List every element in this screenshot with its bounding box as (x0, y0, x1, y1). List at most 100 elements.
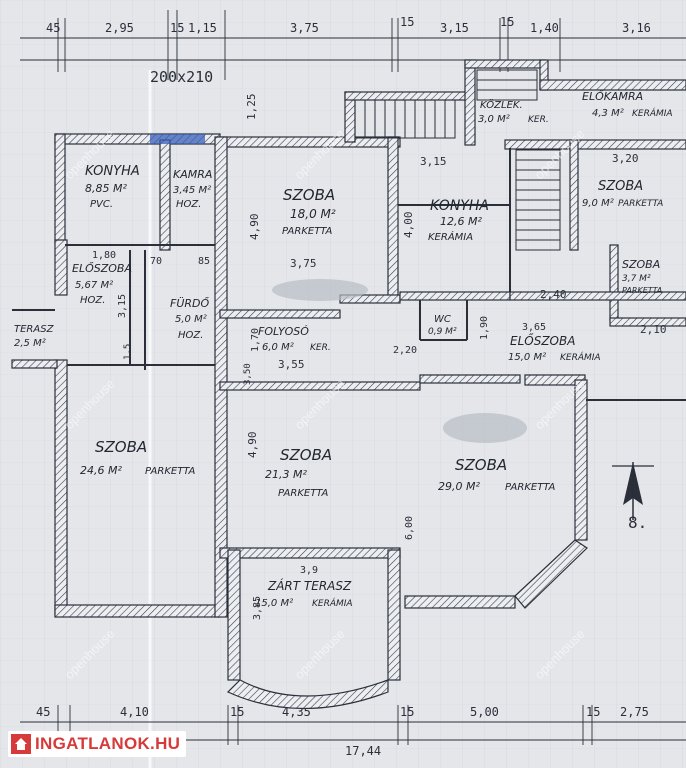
interior-partitions (12, 148, 686, 401)
room-1-floor: PVC. (90, 199, 113, 210)
room-11-area: 2,5 M² (14, 338, 46, 349)
exterior-walls (11, 59, 686, 710)
inner-dim-3: 3,20 (612, 152, 639, 165)
dim-top-6: 15 (400, 15, 414, 29)
room-7-name: SZOBA (598, 179, 643, 194)
room-17-area: 29,0 M² (438, 480, 480, 493)
inner-dim-9: 70 (150, 256, 162, 267)
room-9-area: 5,67 M² (75, 280, 113, 291)
room-14-area: 15,0 M² (508, 352, 546, 363)
room-6-name: ELŐKAMRA (582, 89, 643, 103)
dim-top-8: 15 (500, 15, 514, 29)
room-13-area: 0,9 M² (428, 327, 457, 337)
dim-top-9: 1,40 (530, 21, 559, 35)
inner-dim-21: 6,00 (404, 516, 415, 540)
dim-top-3: 15 (170, 21, 184, 35)
room-3-area: 18,0 M² (290, 207, 336, 221)
dim-top-10: 3,16 (622, 21, 651, 35)
room-6-floor: KERÁMIA (632, 107, 673, 119)
room-16-floor: PARKETTA (278, 488, 328, 499)
room-7-floor: PARKETTA (618, 199, 663, 209)
dim-bottom-8: 2,75 (620, 705, 649, 719)
room-9-name: ELŐSZOBA (72, 261, 132, 275)
window-size-note: 200x210 (150, 68, 213, 86)
inner-dim-1: 1,25 (245, 94, 258, 121)
room-5-floor: KER. (528, 115, 549, 125)
room-16-name: SZOBA (280, 446, 332, 464)
dim-bottom-7: 15 (586, 705, 600, 719)
inner-dim-5: 3,75 (290, 257, 317, 270)
inner-dim-8: 85 (198, 256, 210, 267)
dim-bottom-6: 5,00 (470, 705, 499, 719)
room-8-name: SZOBA (622, 258, 660, 271)
staircase (354, 69, 561, 251)
room-17-name: SZOBA (455, 456, 507, 474)
dim-bottom-3: 15 (230, 705, 244, 719)
inner-dim-17: 3,50 (243, 363, 253, 385)
dim-bottom-2: 4,10 (120, 705, 149, 719)
dim-top-7: 3,15 (440, 21, 469, 35)
room-18-area: 15,0 M² (255, 598, 293, 609)
inner-dim-13: 1,70 (250, 328, 261, 352)
inner-dim-11: 2,40 (540, 288, 567, 301)
room-12-floor: KER. (310, 343, 331, 353)
room-10-name: FÜRDŐ (170, 296, 209, 310)
dim-top-1: 45 (46, 21, 60, 35)
dim-bottom-5: 15 (400, 705, 414, 719)
site-name: INGATLANOK.HU (35, 734, 181, 753)
inner-dim-2: 3,15 (420, 155, 447, 168)
room-13-name: WC (434, 314, 451, 325)
inner-dim-6: 4,00 (402, 212, 415, 239)
blurred-mark (443, 413, 527, 443)
bottom-dimension-line (20, 705, 686, 745)
room-5-name: KÖZLEK. (480, 98, 523, 111)
room-16-area: 21,3 M² (265, 468, 307, 481)
room-12-name: FOLYOSÓ (258, 325, 309, 338)
room-2-name: KAMRA (173, 168, 212, 181)
room-7-area: 9,0 M² (582, 198, 614, 209)
room-11-name: TERASZ (14, 324, 55, 335)
room-15-floor: PARKETTA (145, 466, 195, 477)
dim-bottom-1: 45 (36, 705, 50, 719)
dim-top-4: 1,15 (188, 21, 217, 35)
room-14-name: ELŐSZOBA (510, 333, 575, 348)
blurred-mark (272, 279, 368, 301)
room-1-name: KONYHA (85, 164, 140, 179)
room-3-name: SZOBA (283, 186, 335, 204)
inner-dim-15: 2,20 (393, 345, 417, 356)
room-10-area: 5,0 M² (175, 314, 207, 325)
north-arrow-icon (612, 462, 654, 520)
inner-dim-18: 1,90 (479, 316, 490, 340)
room-18-name: ZÁRT TERASZ (267, 578, 352, 593)
room-3-floor: PARKETTA (282, 226, 332, 237)
inner-dim-16: 3,65 (522, 322, 546, 333)
inner-dim-7: 1,80 (92, 250, 116, 261)
room-14-floor: KERÁMIA (560, 351, 601, 363)
room-9-floor: HOZ. (80, 295, 105, 306)
inner-dim-12: 2,10 (640, 323, 667, 336)
inner-dim-20: 3,9 (300, 565, 318, 576)
window-marker (150, 134, 205, 144)
inner-dim-4: 4,90 (248, 214, 261, 241)
dim-top-5: 3,75 (290, 21, 319, 35)
room-4-area: 12,6 M² (440, 215, 482, 228)
ingatlanok-badge[interactable]: INGATLANOK.HU (8, 731, 187, 757)
inner-dim-19: 4,90 (246, 432, 259, 459)
room-17-floor: PARKETTA (505, 482, 555, 493)
room-4-name: KONYHA (430, 198, 489, 214)
room-12-area: 6,0 M² (262, 342, 294, 353)
room-1-area: 8,85 M² (85, 182, 127, 195)
inner-dim-10: 3,15 (117, 294, 128, 318)
house-icon (11, 734, 31, 754)
room-15-name: SZOBA (95, 438, 147, 456)
dim-total-width: 17,44 (345, 744, 381, 758)
room-8-area: 3,7 M² (622, 274, 651, 284)
room-6-area: 4,3 M² (592, 108, 624, 119)
room-2-floor: HOZ. (176, 199, 201, 210)
inner-dim-23: 1,5 (123, 344, 133, 360)
room-18-floor: KERÁMIA (312, 597, 353, 609)
room-5-area: 3,0 M² (478, 114, 510, 125)
room-15-area: 24,6 M² (80, 464, 122, 477)
room-2-area: 3,45 M² (173, 185, 211, 196)
dim-top-2: 2,95 (105, 21, 134, 35)
